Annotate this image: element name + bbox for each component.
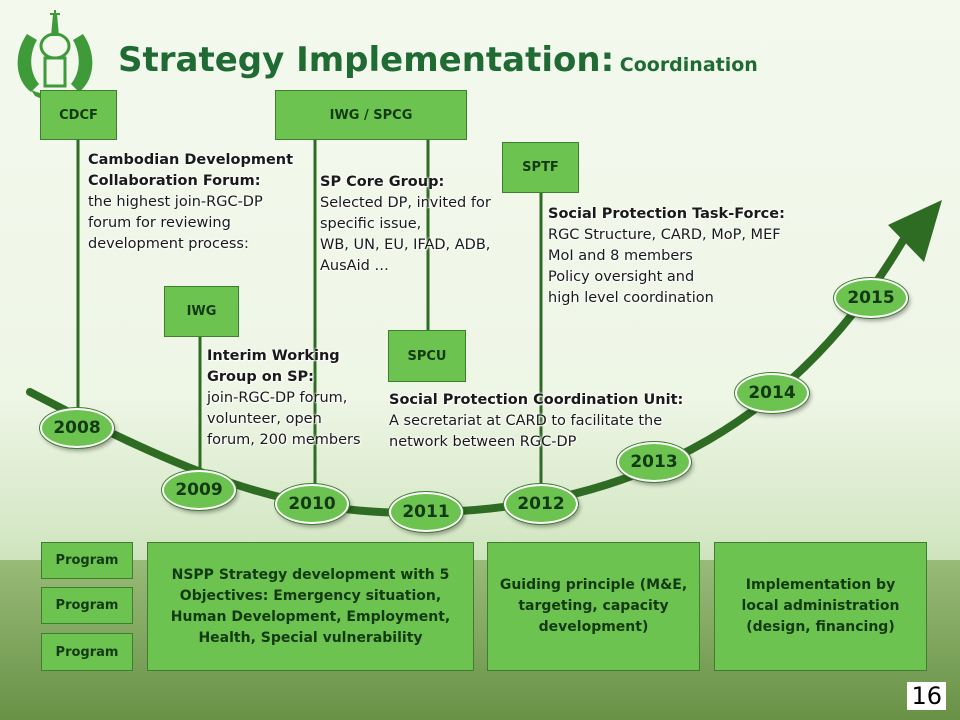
note-line: specific issue,	[320, 216, 422, 232]
note-line: volunteer, open	[207, 411, 322, 427]
note-line: development process:	[88, 236, 249, 252]
note-heading: Group on SP:	[207, 369, 314, 385]
note-heading: Cambodian Development	[88, 152, 294, 168]
sp-core-group-note: SP Core Group: Selected DP, invited for …	[320, 172, 491, 277]
nspp-strategy-box: NSPP Strategy development with 5 Objecti…	[147, 542, 474, 671]
program-box: Program	[41, 542, 133, 579]
note-line: MoI and 8 members	[548, 248, 693, 264]
year-2010: 2010	[275, 484, 349, 524]
note-line: network between RGC-DP	[389, 434, 577, 450]
cdcf-note: Cambodian Development Collaboration Foru…	[88, 150, 293, 255]
cdcf-box: CDCF	[40, 90, 117, 140]
note-heading: SP Core Group:	[320, 174, 445, 190]
year-2015: 2015	[834, 278, 908, 318]
year-2014: 2014	[735, 373, 809, 413]
page-number: 16	[907, 682, 946, 710]
sptf-note: Social Protection Task-Force: RGC Struct…	[548, 204, 785, 309]
program-box: Program	[41, 633, 133, 671]
note-line: the highest join-RGC-DP	[88, 194, 263, 210]
year-2013: 2013	[617, 442, 691, 482]
note-heading: Social Protection Coordination Unit:	[389, 392, 684, 408]
spcu-box: SPCU	[388, 330, 466, 382]
year-2009: 2009	[162, 470, 236, 510]
note-line: A secretariat at CARD to facilitate the	[389, 413, 663, 429]
note-heading: Collaboration Forum:	[88, 173, 261, 189]
year-2008: 2008	[40, 408, 114, 448]
note-line: join-RGC-DP forum,	[207, 390, 348, 406]
page-title: Strategy Implementation: Coordination	[118, 40, 758, 80]
note-line: Policy oversight and	[548, 269, 695, 285]
note-line: high level coordination	[548, 290, 714, 306]
timeline-arrowhead	[888, 200, 942, 262]
sptf-box: SPTF	[502, 142, 579, 193]
note-line: forum, 200 members	[207, 432, 361, 448]
title-sub: Coordination	[619, 54, 758, 76]
implementation-box: Implementation by local administration (…	[714, 542, 927, 671]
iwg-spcg-box: IWG / SPCG	[275, 90, 467, 140]
timeline-arrow	[26, 228, 912, 517]
note-line: RGC Structure, CARD, MoP, MEF	[548, 227, 781, 243]
note-heading: Social Protection Task-Force:	[548, 206, 785, 222]
iwg-note: Interim Working Group on SP: join-RGC-DP…	[207, 346, 361, 451]
iwg-box: IWG	[164, 286, 239, 337]
note-line: WB, UN, EU, IFAD, ADB,	[320, 237, 491, 253]
note-line: forum for reviewing	[88, 215, 231, 231]
spcu-note: Social Protection Coordination Unit: A s…	[389, 390, 683, 453]
year-2012: 2012	[504, 484, 578, 524]
year-2011: 2011	[389, 492, 463, 532]
note-heading: Interim Working	[207, 348, 340, 364]
guiding-principle-box: Guiding principle (M&E, targeting, capac…	[487, 542, 700, 671]
title-main: Strategy Implementation:	[118, 40, 615, 80]
program-box: Program	[41, 587, 133, 624]
note-line: Selected DP, invited for	[320, 195, 491, 211]
note-line: AusAid …	[320, 258, 389, 274]
